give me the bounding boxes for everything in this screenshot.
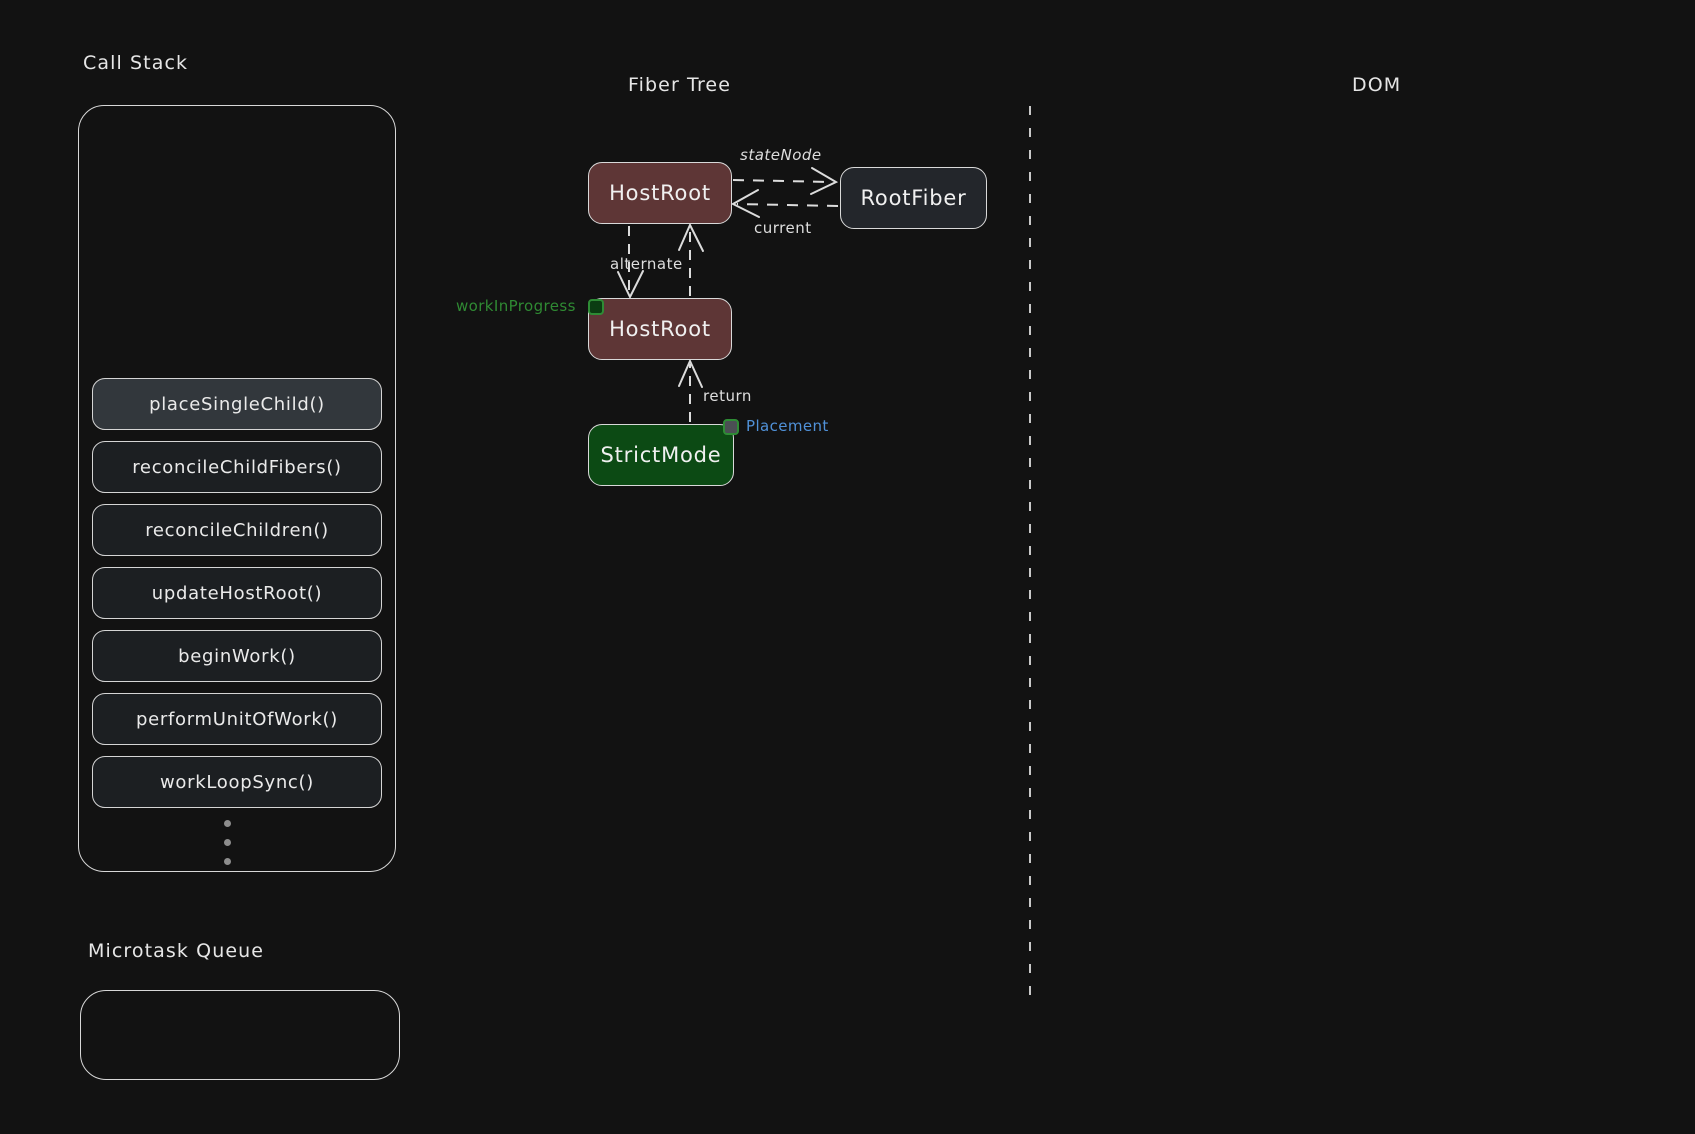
call-stack-frame-label: beginWork() <box>178 645 296 667</box>
placement-marker-label: Placement <box>746 417 829 435</box>
call-stack-frame-label: reconcileChildren() <box>145 519 329 541</box>
call-stack-frame[interactable]: placeSingleChild() <box>92 378 382 430</box>
fiber-node-label: RootFiber <box>860 186 967 210</box>
fiber-tree-title: Fiber Tree <box>628 74 732 96</box>
call-stack-frame-label: placeSingleChild() <box>149 393 325 415</box>
edge-statenode-line <box>732 179 834 183</box>
call-stack-frame[interactable]: performUnitOfWork() <box>92 693 382 745</box>
ellipsis-dot <box>223 820 231 827</box>
edge-label-return: return <box>703 387 752 405</box>
fiber-node-hostroot-current[interactable]: HostRoot <box>588 162 732 224</box>
call-stack-panel <box>78 105 396 872</box>
dom-title: DOM <box>1352 74 1402 96</box>
fiber-node-label: HostRoot <box>609 181 711 205</box>
fiber-node-rootfiber[interactable]: RootFiber <box>840 167 987 229</box>
workinprogress-marker-chip-icon <box>588 299 604 315</box>
call-stack-frame[interactable]: reconcileChildren() <box>92 504 382 556</box>
fiber-node-label: HostRoot <box>609 317 711 341</box>
microtask-queue-panel <box>80 990 400 1080</box>
edge-alternate-up-arrowhead <box>678 222 704 252</box>
edge-current-line <box>736 203 839 207</box>
vertical-ellipsis-icon <box>221 820 233 865</box>
fiber-node-strictmode[interactable]: StrictMode <box>588 424 734 486</box>
edge-alternate-down-arrowhead <box>617 270 644 300</box>
microtask-queue-title: Microtask Queue <box>88 940 265 962</box>
call-stack-frame[interactable]: beginWork() <box>92 630 382 682</box>
call-stack-frame-label: updateHostRoot() <box>151 582 323 604</box>
edge-return-arrowhead <box>678 358 703 388</box>
edge-label-alternate: alternate <box>610 255 683 273</box>
call-stack-frame[interactable]: reconcileChildFibers() <box>92 441 382 493</box>
workinprogress-marker-label: workInProgress <box>456 297 576 315</box>
edge-label-current: current <box>754 219 812 237</box>
call-stack-frame-label: workLoopSync() <box>160 771 314 793</box>
call-stack-frame-label: reconcileChildFibers() <box>132 456 342 478</box>
fiber-node-label: StrictMode <box>600 443 722 467</box>
placement-marker-chip-icon <box>723 419 739 435</box>
call-stack-title: Call Stack <box>83 52 189 74</box>
call-stack-frame[interactable]: updateHostRoot() <box>92 567 382 619</box>
ellipsis-dot <box>223 839 231 846</box>
call-stack-frame-label: performUnitOfWork() <box>136 708 338 730</box>
edge-current-arrowhead <box>730 189 760 218</box>
edge-statenode-arrowhead <box>810 167 839 195</box>
edge-label-statenode: stateNode <box>740 146 822 164</box>
fiber-node-hostroot-workinprogress[interactable]: HostRoot <box>588 298 732 360</box>
call-stack-frame-list: placeSingleChild() reconcileChildFibers(… <box>92 378 382 819</box>
ellipsis-dot <box>223 858 231 865</box>
call-stack-frame[interactable]: workLoopSync() <box>92 756 382 808</box>
